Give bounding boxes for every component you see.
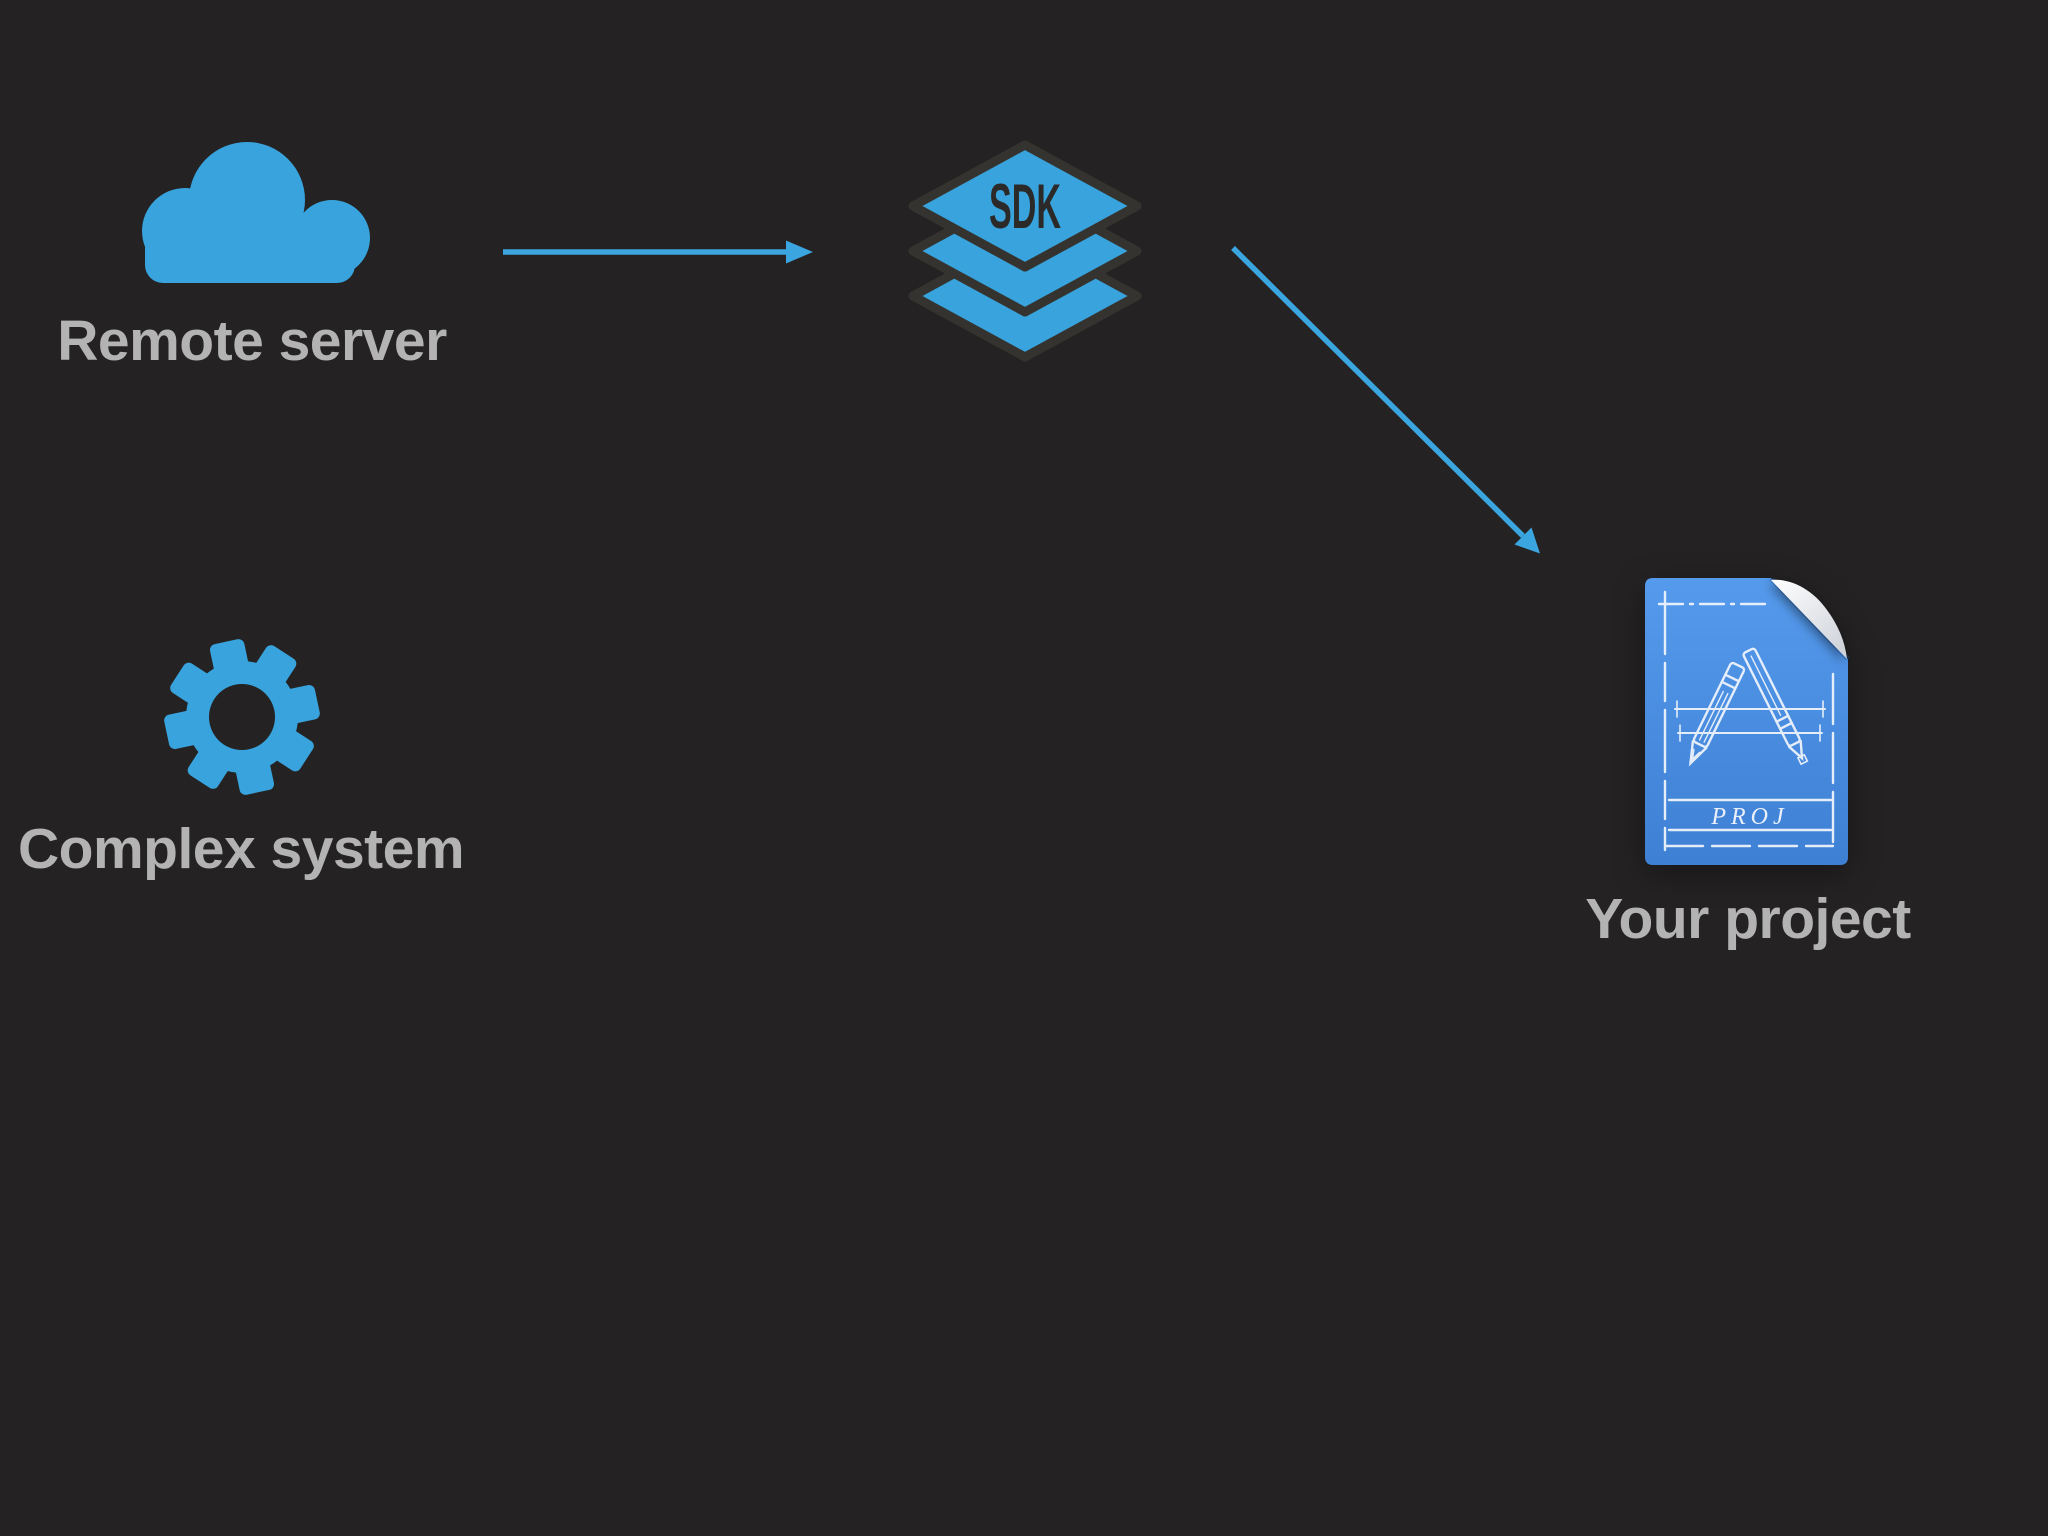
gear-icon xyxy=(164,639,320,795)
arrow-remote-to-sdk xyxy=(503,240,813,264)
node-label: Complex system xyxy=(17,817,465,881)
arrow-sdk-to-project xyxy=(1231,246,1540,554)
cloud-icon xyxy=(142,142,370,283)
pen-sketch xyxy=(1742,647,1809,766)
blueprint-project-document-icon: PROJ xyxy=(1645,578,1850,865)
proj-badge-text: PROJ xyxy=(1710,804,1788,830)
layers-stack-icon: SDK xyxy=(908,140,1142,362)
gear-center-hole xyxy=(209,684,275,750)
layer-top xyxy=(908,140,1142,272)
pencil-sketch xyxy=(1688,661,1746,767)
document-body xyxy=(1645,578,1848,865)
node-label: Your project xyxy=(1585,887,1911,951)
node-label: Remote server xyxy=(57,309,447,373)
blueprint-sketch xyxy=(1657,590,1835,852)
sdk-label: SDK xyxy=(989,172,1061,242)
page-curl xyxy=(1771,579,1847,659)
